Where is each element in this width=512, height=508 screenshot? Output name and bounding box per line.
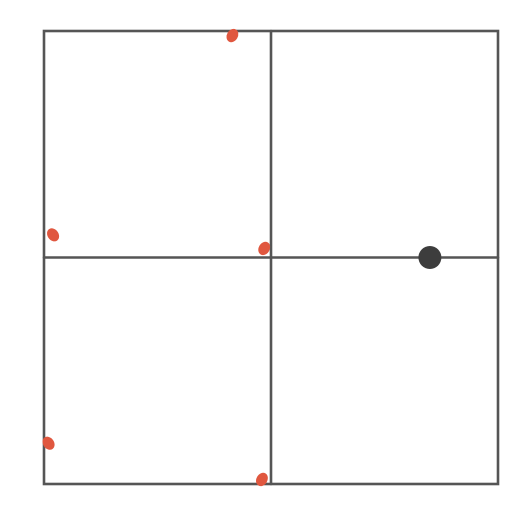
red-marker-5[interactable]: [254, 471, 271, 489]
red-marker-3[interactable]: [256, 240, 273, 258]
red-marker-1[interactable]: [224, 27, 241, 45]
player-dot[interactable]: [418, 246, 442, 269]
red-marker-4[interactable]: [40, 434, 57, 452]
red-marker-2[interactable]: [45, 226, 62, 244]
